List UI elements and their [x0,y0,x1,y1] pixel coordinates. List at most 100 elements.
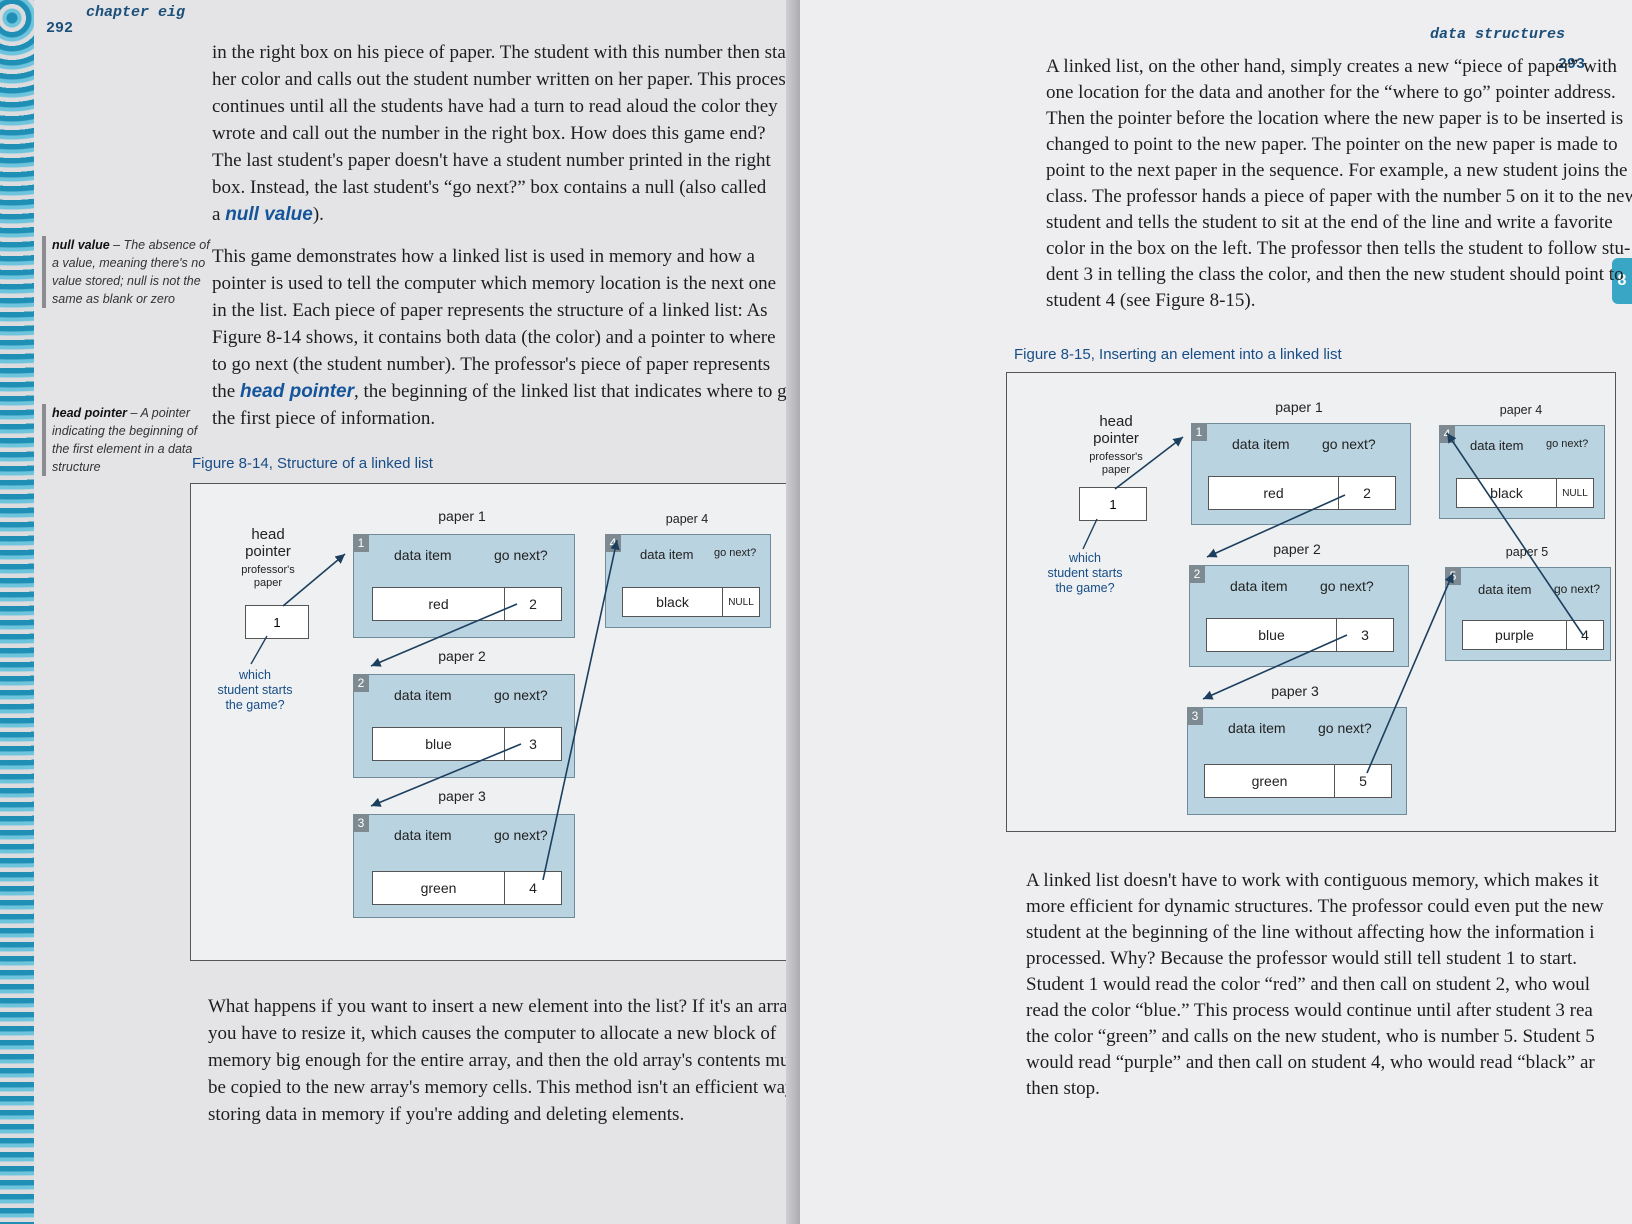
text-line: more efficient for dynamic structures. T… [1026,896,1604,917]
text-line: read the color “blue.” This process woul… [1026,1000,1593,1021]
data-value: purple [1463,621,1567,649]
text-line: Student 1 would read the color “red” and… [1026,974,1591,995]
next-value: 3 [1361,627,1369,643]
text-line: dent 3 in telling the class the color, a… [1046,264,1624,285]
text-line: wrote and call out the number in the rig… [212,123,766,144]
data-value: green [373,872,505,904]
right-page: data structures 293 8 A linked list, on … [800,0,1632,1224]
text-line: to go next (the student number). The pro… [212,354,771,375]
paper-index: 1 [1191,423,1207,441]
page-number-right: 293 [1558,56,1586,73]
text-line: What happens if you want to insert a new… [208,996,800,1017]
data-item-label: data item [1478,582,1532,597]
pointer-arrows [250,539,620,881]
margin-note-head-pointer: head pointer – A pointer indicating the … [42,404,197,476]
go-next-label: go next? [1322,436,1376,452]
data-item-label: data item [1230,578,1288,594]
decorative-dot-strip [0,0,34,1224]
text-line: one location for the data and another fo… [1046,82,1616,103]
head-pointer-label: head pointer professor's paper [241,526,295,589]
running-head-left: chapter eig [86,4,186,21]
which-student-note: which student starts the game? [217,668,293,712]
data-row: blue 3 [372,727,562,761]
data-item-label: data item [394,827,452,843]
paper-title: paper 3 [1271,683,1319,699]
arrow-paper5-to-paper4 [1446,432,1584,636]
next-value: 4 [1581,627,1589,643]
which-student-note: which student starts the game? [1047,551,1123,595]
left-page: 292 chapter eig in the right box on his … [0,0,800,1224]
pointer-arrows [1082,432,1584,774]
text-line: then stop. [1026,1078,1100,1099]
text-line: Figure 8-14 shows, it contains both data… [212,327,776,348]
arrow-paper3-to-paper4 [542,539,620,881]
go-next-label: go next? [494,827,548,843]
term-head-pointer: head pointer [239,381,354,402]
chapter-tab: 8 [1612,258,1632,304]
text-line: the color “green” and calls on the new s… [1026,1026,1595,1047]
go-next-label: go next? [494,687,548,703]
paper-index: 3 [1187,707,1203,725]
figure-caption-8-15: Figure 8-15, Inserting an element into a… [1014,346,1342,363]
text-line: class. The professor hands a piece of pa… [1046,186,1632,207]
page-number-left: 292 [46,20,74,37]
data-item-label: data item [640,547,694,562]
note-leader-line [1082,518,1098,550]
text-line: student and tells the student to sit at … [1046,212,1613,233]
paper-title: paper 4 [1499,403,1543,417]
next-value: NULL [728,596,754,608]
next-value: 4 [529,880,537,896]
text-line: A linked list doesn't have to work with … [1026,870,1599,891]
go-next-label: go next? [1318,720,1372,736]
data-item-label: data item [394,547,452,563]
arrow-paper1-to-paper2 [1206,494,1346,558]
margin-note-null-value: null value – The absence of a value, mea… [42,236,210,308]
arrow-paper2-to-paper3 [370,743,522,807]
text-line: A linked list, on the other hand, simply… [1046,56,1617,77]
text-line: color in the box on the left. The profes… [1046,238,1631,259]
data-item-label: data item [1232,436,1290,452]
text-line: memory big enough for the entire array, … [208,1050,800,1071]
text-line: This game demonstrates how a linked list… [212,246,755,267]
data-row: green 4 [372,871,562,905]
text-line: point to the next paper in the sequence.… [1046,160,1628,181]
head-pointer-box: 1 [1079,487,1147,521]
text-line: the first piece of information. [212,408,436,429]
data-row: red 2 [372,587,562,621]
arrow-head-to-paper1 [1114,436,1184,490]
paper-title: paper 2 [438,648,486,664]
paper-title: paper 4 [665,512,709,526]
data-item-label: data item [394,687,452,703]
text-line: her color and calls out the student numb… [212,69,794,90]
next-value: 2 [529,596,537,612]
paper-index: 2 [353,674,369,692]
paper-index: 1 [353,534,369,552]
data-item-label: data item [1470,438,1524,453]
arrow-paper3-to-paper5 [1366,572,1454,774]
text-line: storing data in memory if you're adding … [208,1104,685,1125]
text-line: would read “purple” and then call on stu… [1026,1052,1595,1073]
text-line: be copied to the new array's memory cell… [208,1077,800,1098]
go-next-label: go next? [714,547,757,559]
next-value: 3 [529,736,537,752]
figure-8-15: head pointer professor's paper 1 which s… [1006,372,1616,832]
head-pointer-box: 1 [245,605,309,639]
data-value: green [1205,765,1335,797]
go-next-label: go next? [1320,578,1374,594]
data-value: blue [373,728,505,760]
text-line: in the right box on his piece of paper. … [212,42,800,63]
text-line: a null value). [212,204,324,225]
text-line: you have to resize it, which causes the … [208,1023,777,1044]
data-value: red [373,588,505,620]
paper-title: paper 1 [1275,399,1323,415]
text-line: box. Instead, the last student's “go nex… [212,177,767,198]
